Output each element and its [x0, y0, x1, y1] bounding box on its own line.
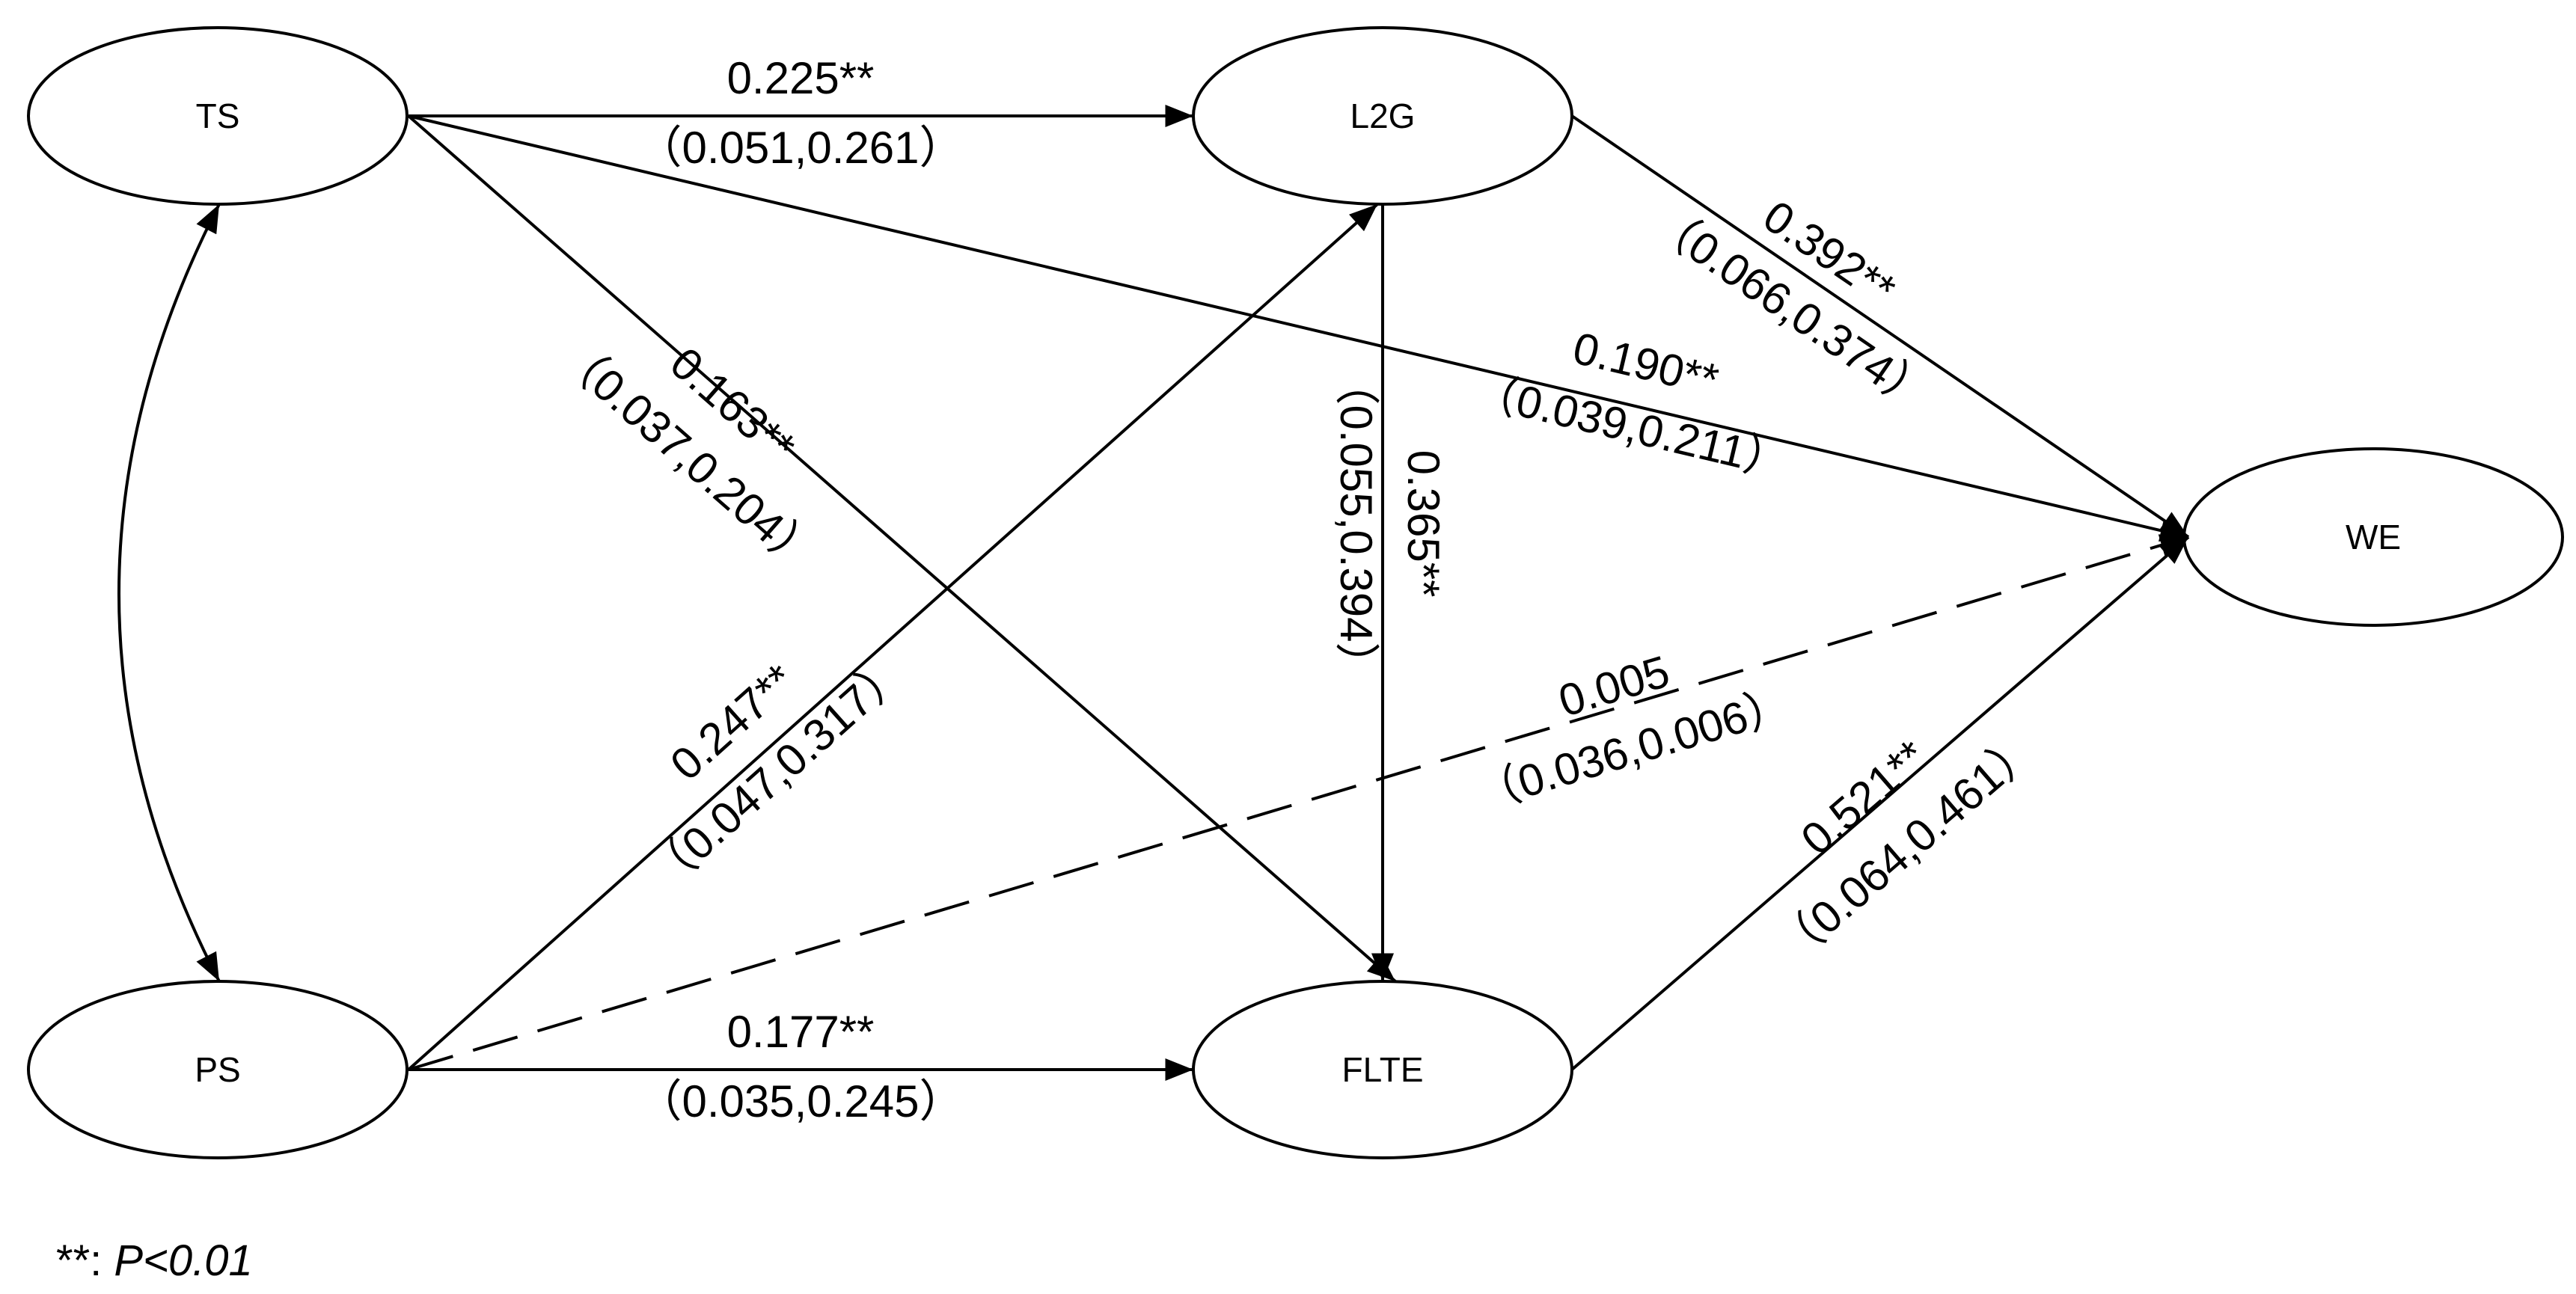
- node-we: WE: [2182, 447, 2564, 627]
- arrow-ps-we: [408, 534, 2189, 1071]
- node-we-label: WE: [2346, 518, 2401, 556]
- label-ps-we: 0.005 （0.036,0.006）: [1469, 646, 1797, 821]
- label-ts-l2g: 0.225** （0.051,0.261）: [637, 53, 964, 173]
- node-flte-label: FLTE: [1341, 1050, 1423, 1089]
- coef-ps-flte: 0.177**: [727, 1007, 875, 1057]
- coef-l2g-flte: 0.365**: [1398, 450, 1448, 598]
- ci-ts-l2g: （0.051,0.261）: [637, 123, 964, 173]
- ci-l2g-flte: （0.055,0.394）: [1331, 361, 1381, 687]
- label-ts-flte: 0.163** （0.037,0.204）: [549, 329, 827, 583]
- node-l2g: L2G: [1192, 26, 1573, 206]
- coef-ps-we: 0.005: [1553, 646, 1675, 726]
- significance-note: **: P<0.01: [56, 1236, 253, 1285]
- significance-note-text: P<0.01: [114, 1236, 252, 1285]
- arrow-ts-flte: [407, 114, 1397, 983]
- node-ts-label: TS: [196, 96, 240, 135]
- arrow-flte-we: [1570, 536, 2190, 1071]
- arrow-ps-l2g: [407, 203, 1379, 1071]
- node-ps-label: PS: [195, 1050, 240, 1089]
- label-l2g-flte: 0.365** （0.055,0.394）: [1331, 361, 1448, 687]
- label-ts-we: 0.190** （0.039,0.211）: [1468, 322, 1794, 488]
- arrow-l2g-we: [1570, 114, 2190, 539]
- node-flte: FLTE: [1192, 980, 1573, 1159]
- node-l2g-label: L2G: [1350, 96, 1416, 135]
- arrow-ts-we: [408, 114, 2189, 542]
- correlation-ts-ps: [117, 203, 221, 982]
- label-ps-l2g: 0.247** （0.047,0.317）: [639, 645, 916, 900]
- ci-ps-flte: （0.035,0.245）: [637, 1076, 964, 1126]
- node-ps: PS: [27, 980, 409, 1159]
- node-ts: TS: [27, 26, 409, 206]
- significance-note-prefix: **:: [56, 1236, 114, 1285]
- coef-ts-l2g: 0.225**: [727, 53, 875, 103]
- label-ps-flte: 0.177** （0.035,0.245）: [637, 1007, 964, 1126]
